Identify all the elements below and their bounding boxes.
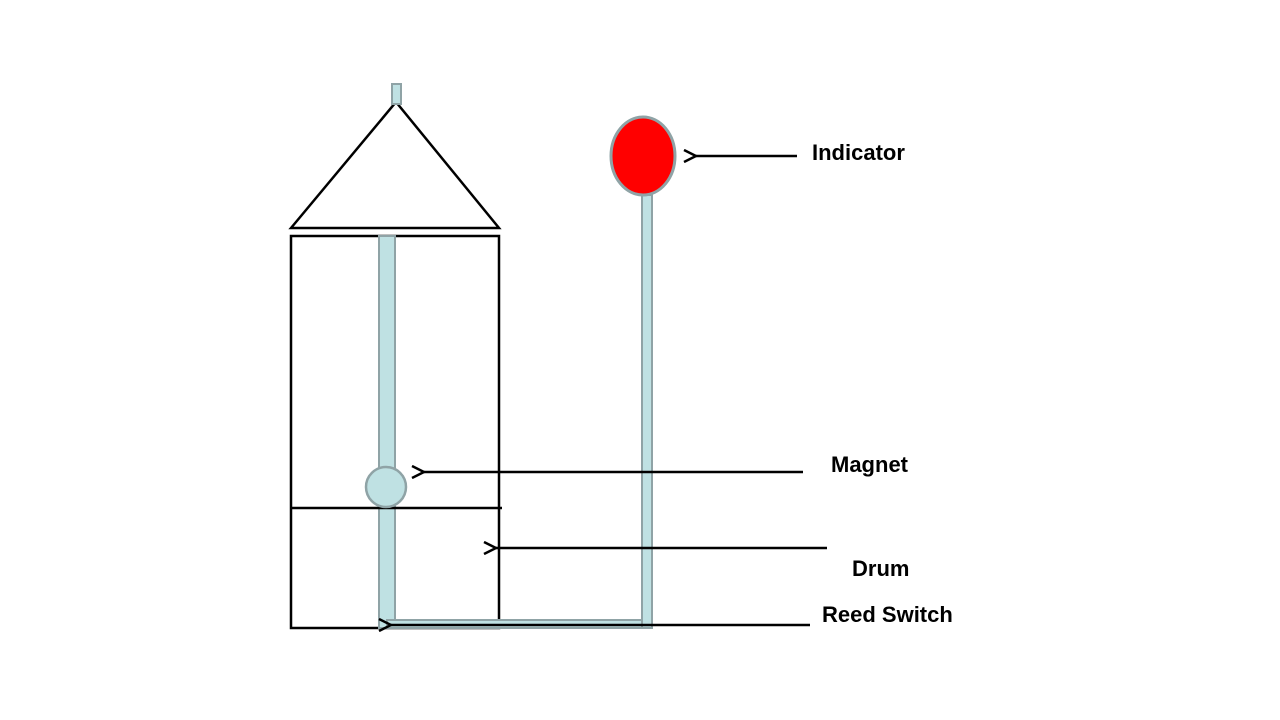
- magnet-label: Magnet: [831, 452, 909, 477]
- indicator-tube: [641, 194, 653, 629]
- reed-switch-label: Reed Switch: [822, 602, 953, 627]
- indicator-label: Indicator: [812, 140, 905, 165]
- magnet-float: [364, 465, 408, 509]
- tank-roof: [288, 100, 502, 230]
- indicator-ball: [609, 115, 677, 197]
- guide-tube: [378, 235, 396, 629]
- vent-pipe: [391, 83, 402, 105]
- drum-label: Drum: [852, 556, 909, 581]
